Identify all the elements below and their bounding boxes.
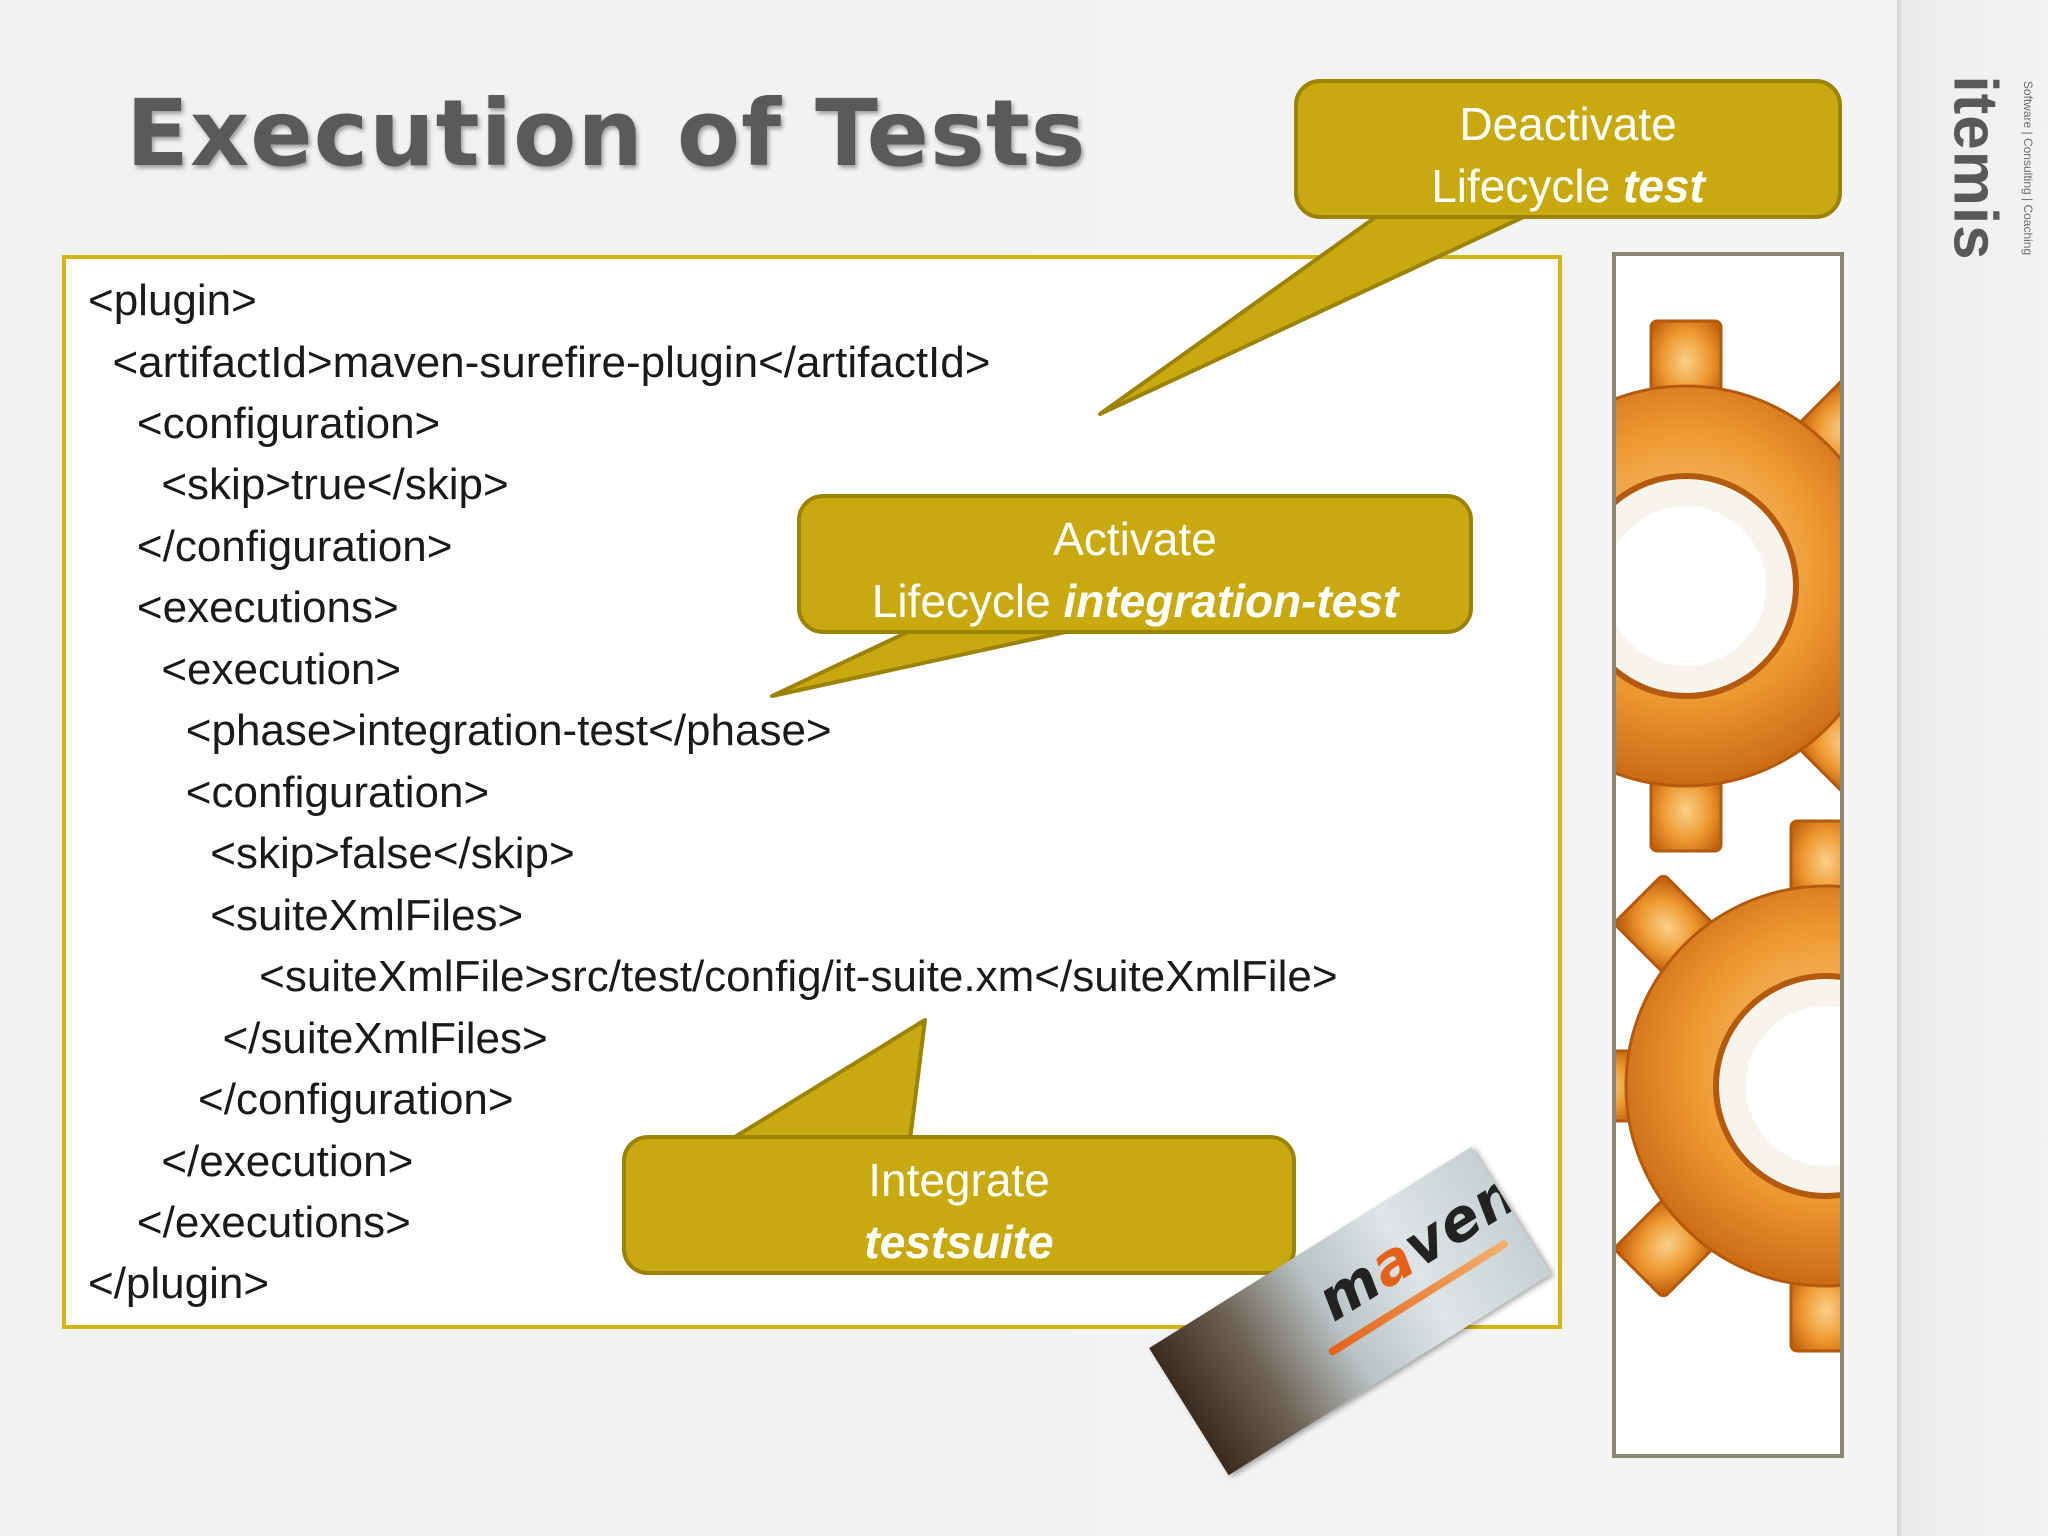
code-line: <executions> (88, 583, 399, 632)
code-line: </configuration> (88, 1075, 514, 1124)
callout-detail: testsuite (626, 1211, 1292, 1273)
integrate-callout: Integrate testsuite (622, 1135, 1296, 1275)
brand-tagline: Software | Consulting | Coaching (2021, 80, 2035, 256)
itemis-logo: itemis Software | Consulting | Coaching (1930, 58, 2036, 278)
code-line: <configuration> (88, 768, 490, 817)
code-listing: <plugin> <artifactId>maven-surefire-plug… (62, 255, 1562, 1329)
gears-image (1612, 252, 1844, 1458)
code-line: </execution> (88, 1137, 414, 1186)
callout-emphasis: integration-test (1063, 575, 1399, 627)
code-line: <artifactId>maven-surefire-plugin</artif… (88, 338, 991, 387)
callout-detail: Lifecycle test (1298, 155, 1838, 217)
brand-name: itemis (1940, 75, 2010, 261)
callout-title: Activate (1053, 513, 1217, 565)
callout-prefix: Lifecycle (1431, 160, 1623, 212)
callout-emphasis: testsuite (864, 1216, 1054, 1268)
code-line: </plugin> (88, 1259, 270, 1308)
code-line: <skip>true</skip> (88, 460, 509, 509)
code-line: <phase>integration-test</phase> (88, 706, 832, 755)
code-line: <skip>false</skip> (88, 829, 575, 878)
code-line: <plugin> (88, 276, 257, 325)
gears-icon (1616, 319, 1840, 1353)
callout-prefix: Lifecycle (871, 575, 1064, 627)
slide-title: Execution of Tests (126, 80, 1087, 187)
code-line: <execution> (88, 645, 402, 694)
activate-callout: Activate Lifecycle integration-test (797, 494, 1473, 634)
deactivate-callout: Deactivate Lifecycle test (1294, 79, 1842, 219)
callout-title: Integrate (868, 1154, 1050, 1206)
code-line: <suiteXmlFiles> (88, 891, 524, 940)
callout-emphasis: test (1622, 160, 1705, 212)
code-line: </configuration> (88, 522, 453, 571)
code-line: <configuration> (88, 399, 441, 448)
code-line: <suiteXmlFile>src/test/config/it-suite.x… (88, 952, 1338, 1001)
callout-title: Deactivate (1459, 98, 1677, 150)
callout-detail: Lifecycle integration-test (801, 570, 1469, 632)
branding-strip (1897, 0, 2048, 1536)
code-line: </executions> (88, 1198, 411, 1247)
code-line: </suiteXmlFiles> (88, 1014, 548, 1063)
